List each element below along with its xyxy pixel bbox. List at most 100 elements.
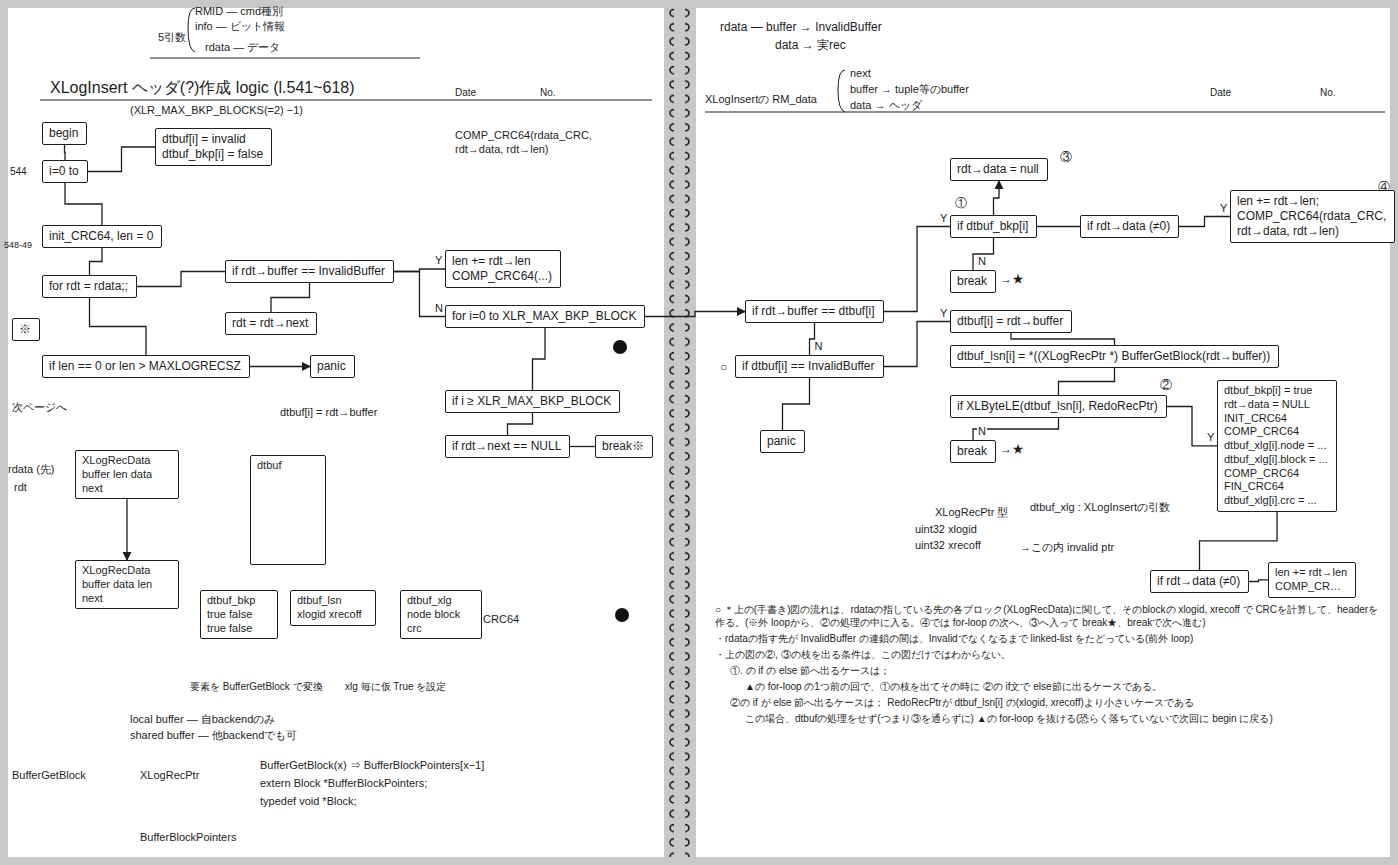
node-subtext: dtbuf_xlg[i].crc = ... [1224,494,1330,508]
node-subtext: FIN_CRC64 [1224,480,1330,494]
node-text: if rdt→buffer == dtbuf[i] [752,304,877,319]
node-subtext: node block crc [407,608,475,636]
header-rule [150,58,420,59]
annotation-label: rdt [14,480,27,494]
process-box: dtbuf_lsn[i] = *((XLogRecPtr *) BufferGe… [950,345,1279,368]
note-text: ○ ＊上の(手書き)図の流れは、rdataの指している先の各ブロック(XLogR… [715,603,1380,629]
flow-connector [1179,217,1230,227]
decision-box: if i ≥ XLR_MAX_BKP_BLOCK [445,390,620,413]
node-text: dtbuf [257,459,319,473]
node-text: dtbuf[i] = invalid [162,132,265,147]
flow-connector [783,378,810,430]
punch-hole [615,608,629,622]
struct-box: XLogRecDatabuffer len data next [75,450,179,499]
flow-connector [508,413,533,435]
node-text: ※ [19,322,33,337]
array-box: dtbuf_lsnxlogid xrecoff [290,590,376,626]
annotation-label: Date [1210,86,1231,99]
decision-box: if len == 0 or len > MAXLOGRECSZ [42,355,250,378]
flow-connector [1200,512,1278,570]
node-text: dtbuf_lsn[i] = *((XLogRecPtr *) BufferGe… [957,349,1272,364]
array-box: dtbuf [250,455,326,565]
node-text: if rdt→buffer == InvalidBuffer [232,264,387,279]
flow-connector [1249,580,1268,582]
flow-connector [1037,226,1080,227]
struct-box: XLogRecDatabuffer data len next [75,560,179,609]
process-box: dtbuf[i] = rdt→buffer [950,310,1072,333]
flow-connector [570,446,595,447]
node-text: if i ≥ XLR_MAX_BKP_BLOCK [452,394,613,409]
annotation-label: extern Block *BufferBlockPointers; [260,776,427,790]
page-title: XLogInsert ヘッダ(?)作成 logic (l.541~618) [50,78,355,99]
node-subtext: COMP_CRC64(...) [452,269,554,284]
annotation-label: 544 [10,165,27,178]
node-text: if XLByteLE(dtbuf_lsn[i], RedoRecPtr) [957,399,1160,414]
note-text: ▲の for-loop の1つ前の回で、①の枝を出てその時に ②の if文で e… [745,680,1380,693]
start-box: begin [42,122,87,145]
branch-label: Y [939,212,948,225]
annotation-label: 要素を BufferGetBlock で変換 [190,680,323,693]
node-text: XLogRecData [82,564,172,578]
annotation-label: →★ [1000,272,1024,288]
note-text: ・rdataの指す先が InvalidBuffer の連鎖の間は、Invalid… [715,632,1380,645]
node-subtext: xlogid xrecoff [297,608,369,622]
annotation-label: Date [455,86,476,99]
note-text: ①. の if の else 節へ出るケースは； [730,664,1380,677]
node-text: if rdt→data (≠0) [1157,574,1242,589]
annotation-label: →★ [1000,442,1024,458]
node-text: panic [767,434,798,449]
process-box: len += rdt→len;COMP_CRC64(rdata_CRC, rdt… [1230,190,1395,243]
flow-connector [126,499,127,560]
annotation-label: dtbuf[i] = rdt→buffer [280,405,377,419]
process-box: init_CRC64, len = 0 [42,225,162,248]
decision-box: if dtbuf[i] == InvalidBuffer [735,355,884,378]
annotation-label: BufferGetBlock [12,768,86,782]
flow-connector [65,183,102,225]
branch-label: Y [1206,431,1215,444]
flow-connector [1167,407,1217,446]
decision-box: if rdt→data (≠0) [1150,570,1249,593]
decision-box: if dtbuf_bkp[i] [950,215,1037,238]
annotation-label: ③ [1060,150,1072,166]
annotation-label: RMID — cmd種別 [195,4,283,18]
node-subtext: COMP_CRC64 [1224,467,1330,481]
annotation-label: info — ビット情報 [195,19,285,33]
branch-label: Y [1219,202,1228,215]
node-text: break [957,444,989,459]
annotation-label: 次ページへ [12,400,67,414]
header-rule [705,112,1385,113]
note-text: ・上の図の②, ③の枝を出る条件は、この図だけではわからない。 [715,648,1380,661]
annotation-label: data → 実rec [775,38,846,54]
annotation-label: XLogInsertの RM_data [705,92,817,106]
flow-connector [394,272,445,317]
panic-box: panic [760,430,805,453]
flow-connector [90,248,103,275]
node-subtext: INIT_CRC64 [1224,412,1330,426]
panic-box: panic [310,355,355,378]
node-subtext: COMP_CRC64(rdata_CRC, rdt→data, rdt→len) [1237,209,1388,239]
flow-connector [90,298,147,355]
branch-label: N [814,340,824,353]
node-text: len += rdt→len [1275,566,1349,580]
annotation-label: BufferGetBlock(x) ⇒ BufferBlockPointers[… [260,758,484,772]
note-text: COMP_CRC64(rdata_CRC, rdt→data, rdt→len) [455,128,640,157]
node-subtext: COMP_CRC64 [1224,425,1330,439]
annotation-label: XLogRecPtr [140,768,199,782]
flow-connector [64,145,66,160]
node-text: rdt→data = null [957,162,1041,177]
annotation-label: 5引数 [158,30,186,44]
annotation-label: ② [1160,378,1172,394]
node-text: len += rdt→len [452,254,554,269]
right-page [696,8,1390,857]
branch-label: N [434,302,444,315]
annotation-label: data → ヘッダ [850,98,922,112]
node-subtext: dtbuf_bkp[i] = false [162,147,265,162]
annotation-label: ① [955,196,967,212]
process-box: rdt→data = null [950,158,1048,181]
decision-box: if rdt→data (≠0) [1080,215,1179,238]
annotation-label: next [850,66,871,80]
branch-label: Y [434,254,443,267]
left-page [8,8,664,857]
node-text: for i=0 to XLR_MAX_BKP_BLOCK [452,309,638,324]
flow-connector [88,147,155,172]
